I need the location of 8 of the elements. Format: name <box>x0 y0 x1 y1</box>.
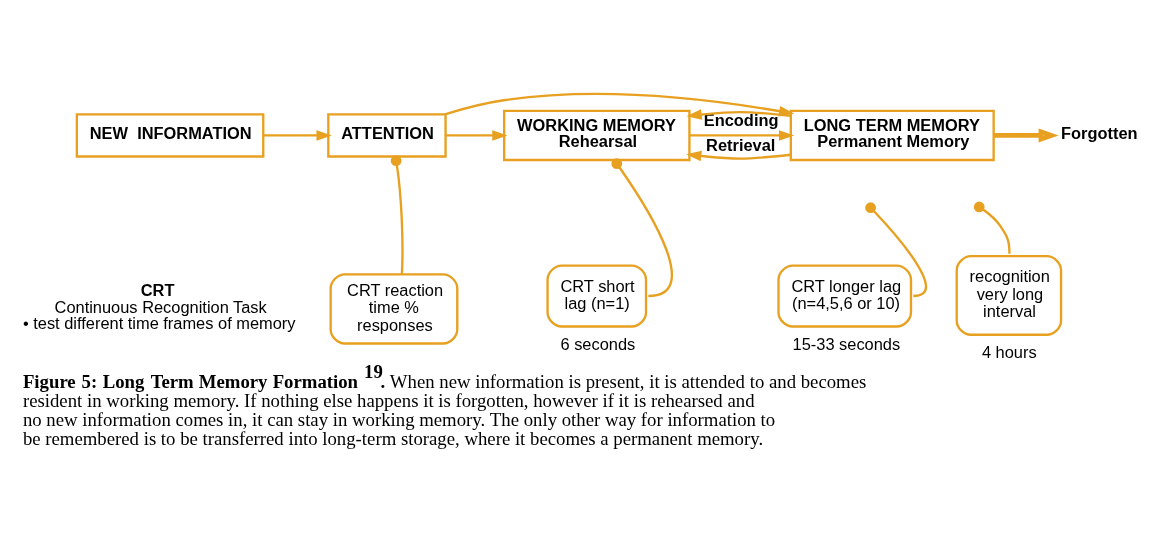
label: Continuous Recognition Task <box>54 297 267 316</box>
node-label: 4 hours <box>981 343 1037 362</box>
node-text: Forgotten <box>1061 123 1138 142</box>
node-label: 6 seconds <box>560 335 636 354</box>
edge-label: Retrieval <box>706 135 776 154</box>
label: CRT <box>140 281 175 300</box>
node-label: 15-33 seconds <box>792 335 901 354</box>
edge-label: Encoding <box>703 111 779 130</box>
